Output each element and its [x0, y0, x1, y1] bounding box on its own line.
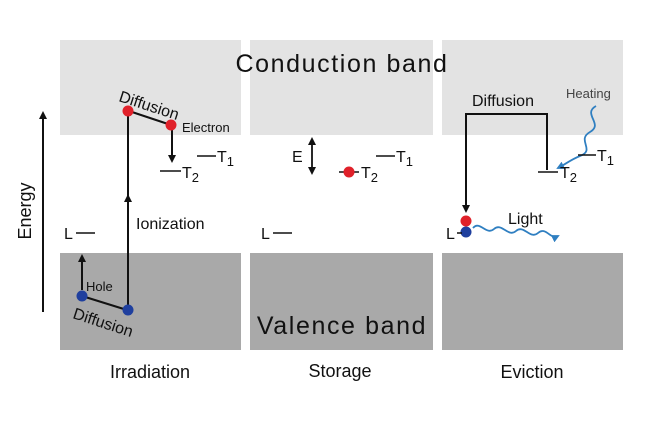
trapped-electron-dot [343, 166, 355, 178]
l-label-irradiation: L [64, 226, 73, 243]
valence-band-label: Valence band [257, 312, 427, 340]
electron-dot [165, 119, 177, 131]
t1-label-irradiation: T1 [217, 149, 234, 169]
l-label-eviction: L [446, 226, 455, 243]
heating-wave-arrow [556, 105, 597, 169]
valence-band-irradiation [60, 253, 241, 350]
hole-diffusion-line [81, 295, 128, 311]
eviction-diffusion-path [462, 113, 548, 213]
ionization-label: Ionization [136, 216, 205, 233]
electron-dot-start [122, 105, 134, 117]
t2-label-irradiation: T2 [182, 165, 199, 185]
valence-band-eviction [442, 253, 623, 350]
t2-label-storage: T2 [361, 165, 378, 185]
hole-dot-end [122, 304, 134, 316]
conduction-band-label: Conduction band [235, 50, 448, 78]
irradiation-title: Irradiation [110, 362, 190, 382]
recombining-hole-dot [460, 226, 472, 238]
eviction-title: Eviction [500, 362, 563, 382]
light-emission-wave [472, 224, 560, 243]
conduction-band-storage [250, 40, 433, 135]
recombining-electron-dot [460, 215, 472, 227]
t1-label-storage: T1 [396, 149, 413, 169]
eviction-diffusion-label: Diffusion [472, 93, 534, 110]
electron-label: Electron [182, 120, 230, 135]
t1-label-eviction: T1 [597, 148, 614, 168]
l-label-storage: L [261, 226, 270, 243]
heating-label: Heating [566, 86, 611, 101]
hole-label: Hole [86, 279, 113, 294]
energy-gap-label: E [292, 149, 303, 166]
electron-diffusion-line [128, 110, 172, 126]
energy-axis-label: Energy [15, 182, 35, 239]
light-label: Light [508, 211, 543, 228]
t2-label-eviction: T2 [560, 165, 577, 185]
hole-dot [76, 290, 88, 302]
valence-band-storage [250, 253, 433, 350]
storage-title: Storage [308, 361, 371, 381]
